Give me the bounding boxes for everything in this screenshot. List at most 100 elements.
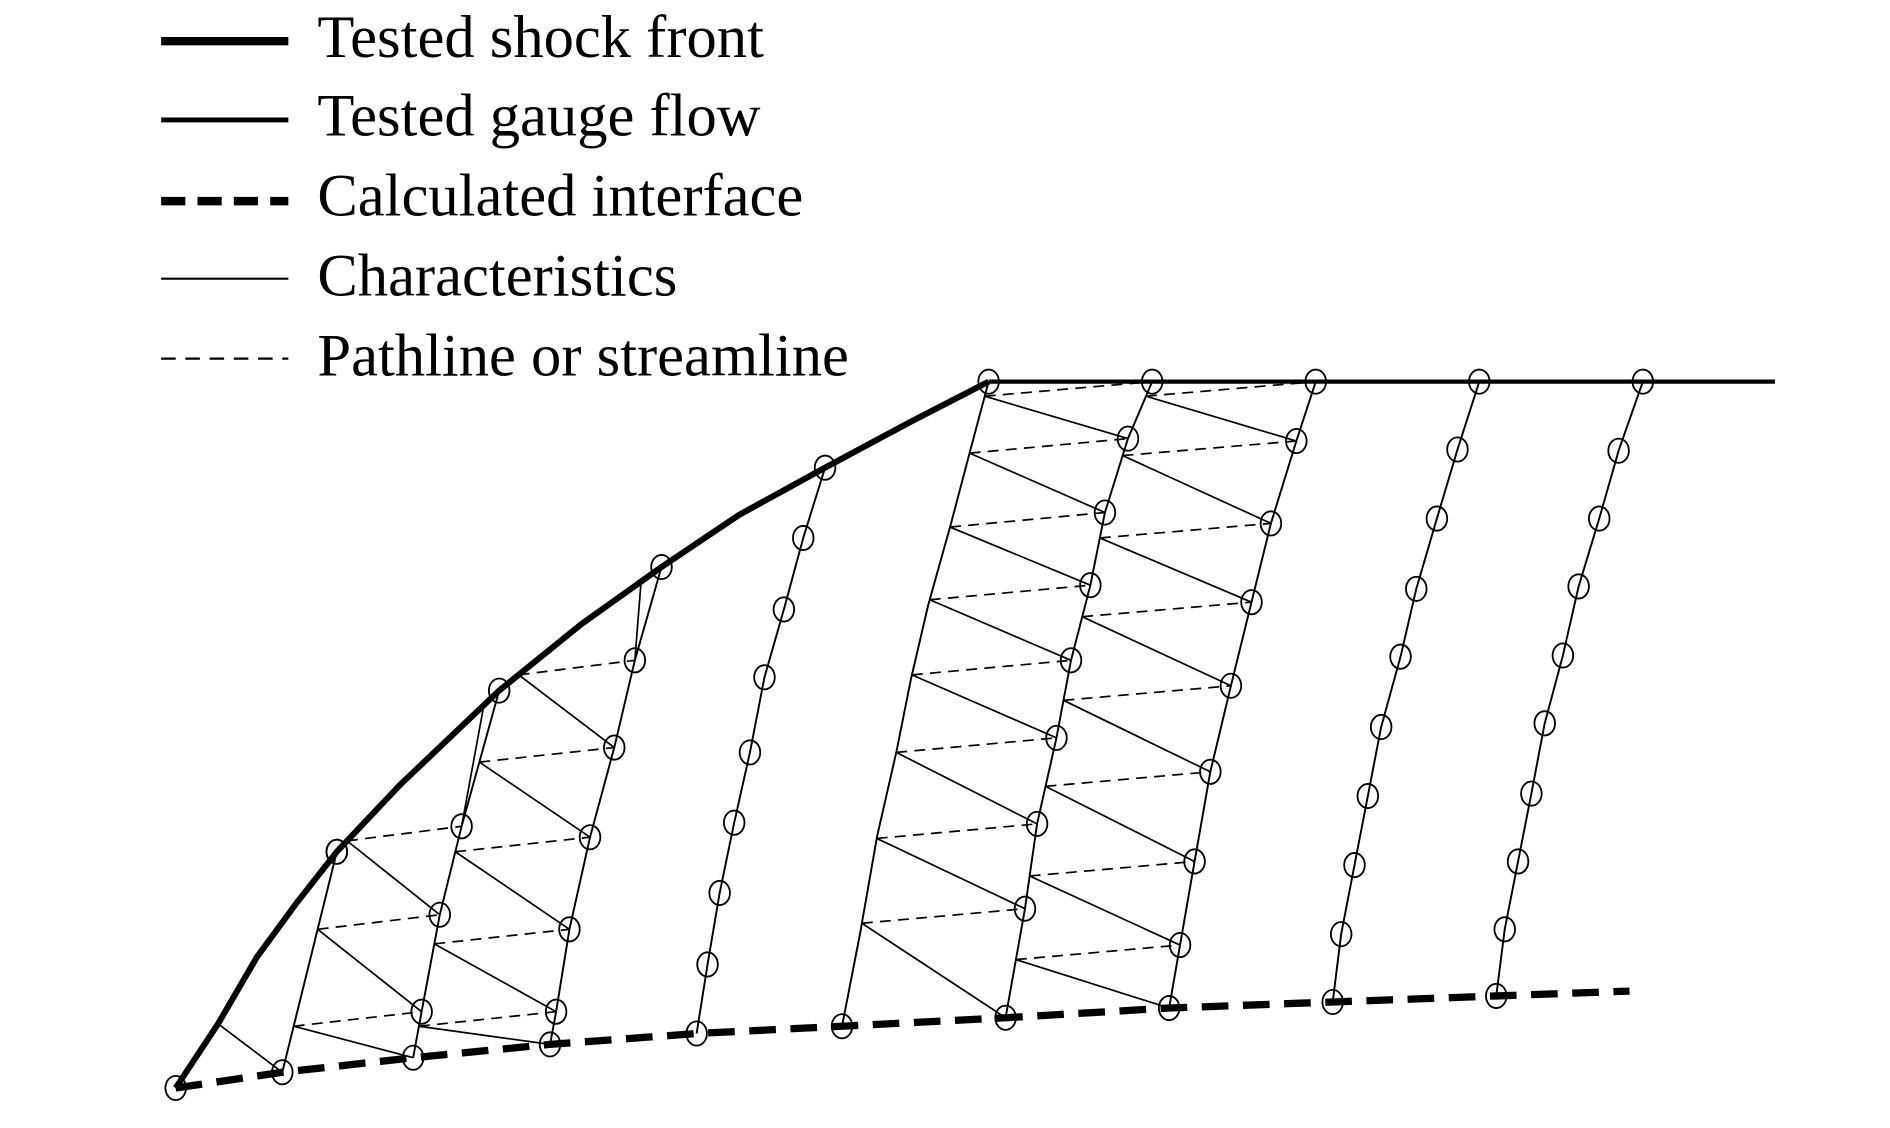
- gauge-point-marker: [410, 998, 433, 1025]
- gauge-point-marker: [1493, 916, 1516, 943]
- characteristic-line: [1015, 958, 1170, 1009]
- gauge-point-marker: [1405, 575, 1428, 602]
- gauge-point-marker: [753, 664, 776, 691]
- gauge-point-marker: [708, 879, 731, 906]
- characteristic-line: [518, 674, 615, 749]
- gauge-point-marker: [538, 1031, 562, 1058]
- gauge-point-marker: [1285, 427, 1308, 455]
- pathline: [969, 437, 1129, 454]
- gauge-line-g3: [549, 566, 663, 1045]
- gauge-point-marker: [1045, 724, 1068, 751]
- gauge-point-marker: [1567, 573, 1590, 600]
- gauge-line-g4: [695, 467, 826, 1034]
- gauge-point-marker: [738, 739, 762, 766]
- gauge-point-marker: [696, 951, 719, 978]
- pathline: [984, 380, 1153, 398]
- characteristic-line: [1145, 395, 1297, 442]
- characteristic-line: [634, 581, 642, 661]
- legend-item-gauge-flow: Tested gauge flow: [161, 83, 761, 150]
- gauge-point-marker: [1607, 437, 1630, 464]
- gauge-line-g1: [281, 851, 338, 1073]
- gauge-point-marker: [722, 809, 746, 836]
- pathline: [896, 737, 1057, 754]
- characteristic-line: [217, 1023, 283, 1073]
- legend-label: Pathline or streamline: [317, 323, 848, 390]
- gauge-line-g9: [1495, 381, 1644, 997]
- gauge-point-marker: [1321, 988, 1344, 1016]
- gauge-point-marker: [994, 1004, 1017, 1031]
- gauge-point-marker: [1468, 368, 1491, 395]
- legend-label: Tested gauge flow: [317, 83, 760, 150]
- characteristic-line: [1099, 537, 1252, 603]
- pathline: [861, 907, 1026, 925]
- gauge-point-marker: [772, 596, 796, 623]
- pathline: [1122, 440, 1297, 457]
- pathline: [1082, 601, 1252, 618]
- gauge-point-marker: [1389, 643, 1412, 670]
- gauge-point-marker: [1219, 672, 1243, 699]
- gauge-point-marker: [792, 524, 815, 551]
- gauge-point-marker: [1369, 713, 1393, 740]
- pathline: [479, 746, 615, 763]
- gauge-point-marker: [1259, 510, 1283, 537]
- gauge-point-marker: [487, 677, 511, 704]
- characteristic-line: [433, 943, 557, 1013]
- gauge-point-marker: [1631, 368, 1655, 395]
- gauge-line-g8: [1331, 381, 1481, 1003]
- characteristic-line: [861, 922, 1007, 1019]
- gauge-point-marker: [603, 734, 626, 761]
- calculated-interface-line: [175, 987, 1630, 1092]
- gauge-point-marker: [1059, 647, 1083, 674]
- gauge-point-marker: [1025, 810, 1049, 837]
- characteristic-line: [1045, 785, 1195, 863]
- gauge-point-marker: [325, 838, 349, 865]
- pathline: [1045, 770, 1211, 788]
- legend-label: Characteristics: [317, 243, 677, 310]
- gauge-point-marker: [1140, 368, 1164, 395]
- pathline: [347, 825, 462, 842]
- pathline: [1015, 944, 1181, 961]
- gauge-point-marker: [1551, 642, 1575, 669]
- gauge-point-marker: [830, 1013, 854, 1040]
- gauge-point-marker: [401, 1044, 425, 1071]
- gauge-line-g5: [841, 381, 990, 1027]
- gauge-point-marker: [650, 554, 673, 581]
- pathline: [876, 823, 1038, 840]
- gauge-point-marker: [428, 901, 451, 928]
- plot-area: [164, 368, 1775, 1102]
- gauge-point-marker: [1116, 425, 1140, 452]
- pathline: [1029, 860, 1195, 877]
- legend-label: Calculated interface: [317, 163, 803, 230]
- gauge-point-marker: [450, 813, 473, 840]
- gauge-point-marker: [164, 1074, 187, 1102]
- gauge-point-marker: [271, 1059, 294, 1086]
- legend: Tested shock front Tested gauge flow Cal…: [161, 4, 849, 390]
- characteristic-line: [895, 751, 1038, 825]
- gauge-point-marker: [1356, 782, 1380, 810]
- legend-item-pathline: Pathline or streamline: [161, 323, 849, 390]
- pathline: [455, 836, 591, 853]
- gauge-point-marker: [1506, 848, 1530, 875]
- pathline: [1063, 684, 1231, 702]
- characteristic-line: [876, 837, 1026, 910]
- gauge-point-marker: [1520, 780, 1543, 807]
- characteristic-line: [293, 1025, 414, 1059]
- legend-item-characteristics: Characteristics: [161, 243, 677, 310]
- gauge-point-marker: [578, 824, 602, 851]
- characteristic-line: [911, 674, 1057, 739]
- gauge-point-marker: [1199, 758, 1222, 785]
- pathline: [1145, 380, 1316, 398]
- pathline: [293, 1010, 422, 1028]
- gauge-point-marker: [1168, 932, 1192, 959]
- pathline: [434, 928, 570, 945]
- gauge-line-g6: [1004, 381, 1154, 1018]
- legend-label: Tested shock front: [317, 4, 764, 71]
- gauge-point-marker: [1093, 499, 1117, 526]
- legend-item-interface: Calculated interface: [161, 163, 803, 230]
- gauge-line-g7: [1168, 381, 1317, 1009]
- characteristic-line: [460, 704, 485, 827]
- gauge-point-marker: [558, 916, 581, 943]
- gauge-point-marker: [1425, 505, 1449, 532]
- characteristic-line: [317, 928, 423, 1013]
